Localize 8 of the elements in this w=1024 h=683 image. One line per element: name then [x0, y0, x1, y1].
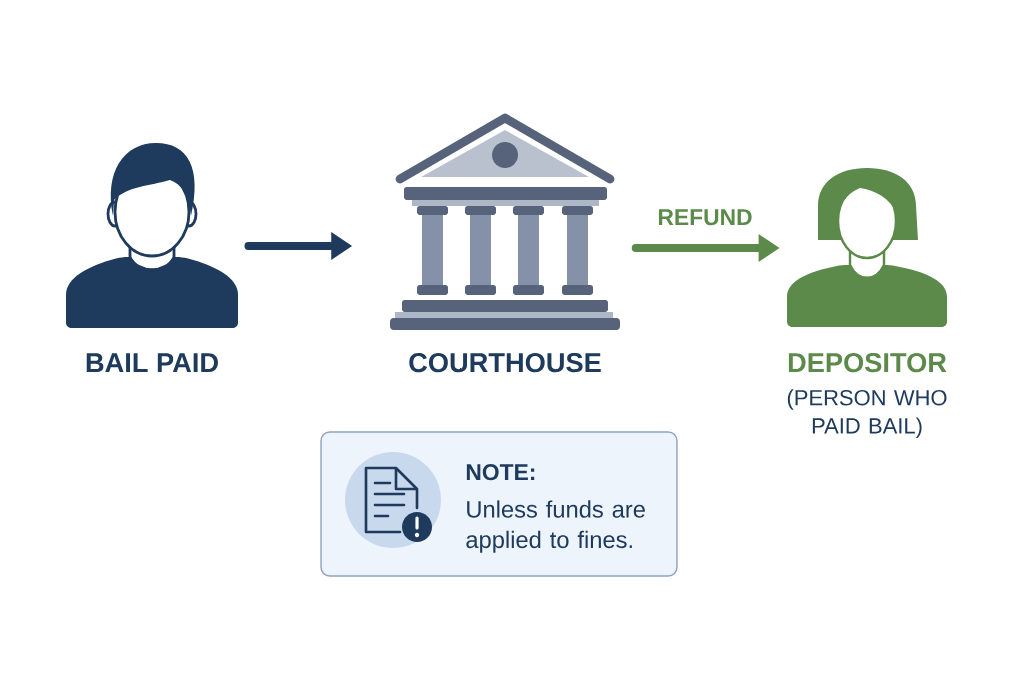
note-text: Unless funds are applied to fines. — [466, 500, 645, 553]
edge-label: REFUND — [655, 207, 755, 227]
node-label: BAIL PAID — [86, 353, 218, 372]
node-caption: (PERSON WHO PAID BAIL) — [787, 389, 947, 438]
node-label: COURTHOUSE — [409, 353, 601, 373]
note-box — [320, 431, 678, 577]
node-label: DEPOSITOR — [788, 353, 947, 373]
note-heading: NOTE: — [466, 464, 535, 481]
